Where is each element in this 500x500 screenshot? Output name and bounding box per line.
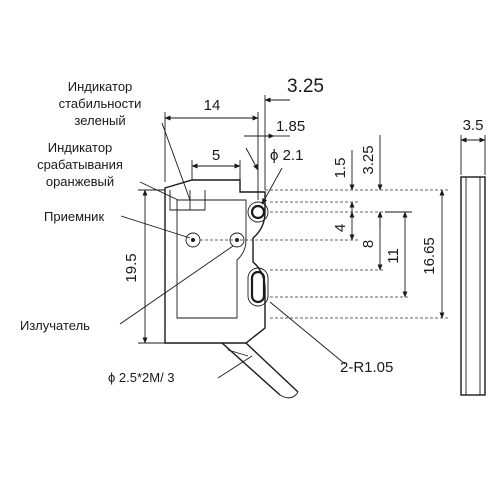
dimension-5 xyxy=(191,160,241,180)
dimension-19-5 xyxy=(138,189,165,344)
leader-stability xyxy=(161,122,191,201)
sensor-body-outline xyxy=(164,179,266,344)
dim-19-5: 19.5 xyxy=(123,253,140,282)
dim-4: 4 xyxy=(332,224,349,232)
label-operation-indicator: Индикатор срабатывания оранжевый xyxy=(37,140,123,189)
svg-text:оранжевый: оранжевый xyxy=(46,174,114,189)
mounting-slot-lower xyxy=(247,267,269,307)
dim-5: 5 xyxy=(212,147,220,164)
dim-16-65: 16.65 xyxy=(421,237,438,275)
label-cable: ϕ 2.5*2M/ 3 xyxy=(108,370,175,385)
svg-text:Индикатор: Индикатор xyxy=(48,140,113,155)
dim-14: 14 xyxy=(204,97,221,114)
svg-text:стабильности: стабильности xyxy=(59,96,142,111)
dimension-right-stack xyxy=(200,135,450,319)
sensor-side-view xyxy=(460,176,486,396)
dim-3-25-right: 3.25 xyxy=(360,145,377,174)
leader-receiver xyxy=(120,215,191,239)
label-stability-indicator: Индикатор стабильности зеленый xyxy=(59,79,142,128)
lens-window xyxy=(176,199,247,319)
dimension-3-5 xyxy=(460,135,486,175)
svg-text:Индикатор: Индикатор xyxy=(68,79,133,94)
label-emitter: Излучатель xyxy=(20,318,90,333)
dim-hole-diameter: ϕ 2.1 xyxy=(270,147,303,164)
hole-leader xyxy=(245,147,283,205)
leader-emitter xyxy=(119,245,234,325)
svg-text:срабатывания: срабатывания xyxy=(37,157,123,172)
receiver-lens xyxy=(185,232,201,248)
dim-8: 8 xyxy=(360,240,377,248)
svg-text:зеленый: зеленый xyxy=(74,113,125,128)
leader-operation xyxy=(139,181,179,201)
label-receiver: Приемник xyxy=(44,209,104,224)
leader-cable xyxy=(217,355,253,379)
leader-radius xyxy=(269,301,346,365)
dimension-14 xyxy=(164,112,259,200)
dim-1-5: 1.5 xyxy=(332,158,349,179)
dimension-3-25-top xyxy=(264,95,290,190)
mounting-hole-upper xyxy=(247,201,269,223)
dim-3-25-top: 3.25 xyxy=(287,76,324,97)
indicator-window xyxy=(169,190,206,211)
dim-11: 11 xyxy=(385,248,402,264)
dim-1-85: 1.85 xyxy=(276,118,305,135)
label-radius: 2-R1.05 xyxy=(340,359,393,376)
dim-3-5: 3.5 xyxy=(463,117,484,134)
cable xyxy=(221,342,299,399)
